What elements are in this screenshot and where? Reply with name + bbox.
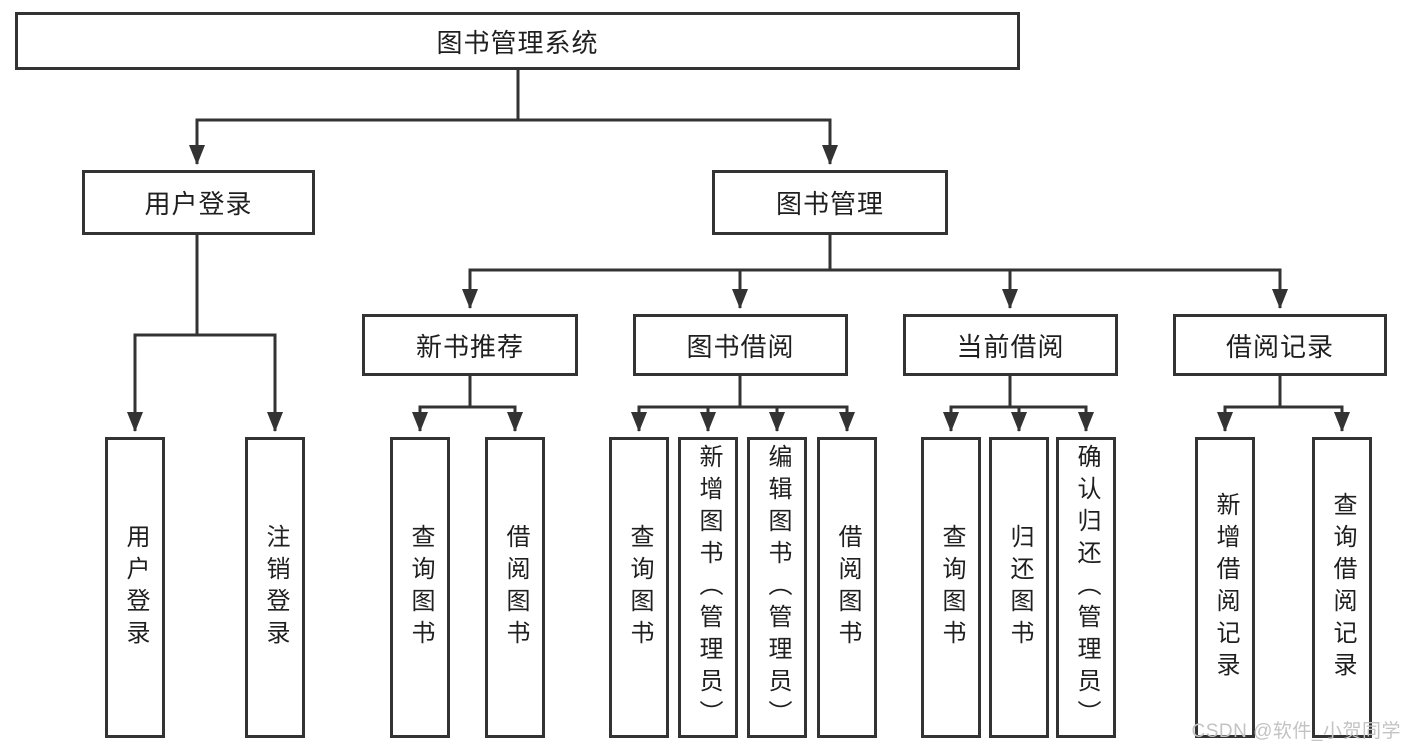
node-label: 新增借阅记录: [1212, 491, 1239, 684]
node-label: 查询图书: [938, 523, 965, 652]
node-label: 查询图书: [407, 523, 434, 652]
node-user-login-branch: 用户登录: [82, 170, 315, 235]
leaf-borrow-books-newrec: 借阅图书: [485, 437, 545, 738]
leaf-logout: 注销登录: [245, 437, 305, 738]
leaf-query-books-current: 查询图书: [921, 437, 981, 738]
node-label: 用户登录: [122, 523, 149, 652]
node-label: 归还图书: [1006, 523, 1033, 652]
node-label: 图书管理系统: [436, 27, 599, 58]
node-label: 编辑图书（管理员）: [764, 443, 791, 732]
node-label: 借阅记录: [1225, 331, 1334, 362]
csdn-watermark: CSDN @软件_小贺同学: [1191, 721, 1401, 742]
leaf-user-login: 用户登录: [105, 437, 165, 738]
node-label: 借阅图书: [502, 523, 529, 652]
node-new-book-recommendation: 新书推荐: [362, 314, 578, 376]
leaf-add-borrow-record: 新增借阅记录: [1195, 437, 1255, 738]
leaf-confirm-return-admin: 确认归还（管理员）: [1056, 437, 1116, 738]
node-label: 查询图书: [626, 523, 653, 652]
leaf-query-borrow-record: 查询借阅记录: [1312, 437, 1372, 738]
leaf-edit-books-admin: 编辑图书（管理员）: [747, 437, 807, 738]
node-label: 借阅图书: [834, 523, 861, 652]
node-label: 用户登录: [144, 189, 253, 219]
node-book-management-system: 图书管理系统: [15, 12, 1020, 70]
leaf-query-books-borrow: 查询图书: [609, 437, 669, 738]
node-label: 确认归还（管理员）: [1073, 443, 1100, 732]
node-current-borrowing: 当前借阅: [903, 314, 1118, 376]
leaf-query-books-newrec: 查询图书: [390, 437, 450, 738]
node-label: 图书借阅: [686, 331, 795, 362]
node-label: 查询借阅记录: [1329, 491, 1356, 684]
node-label: 当前借阅: [956, 331, 1065, 362]
node-label: 图书管理: [775, 189, 884, 219]
node-label: 注销登录: [262, 523, 289, 652]
leaf-add-books-admin: 新增图书（管理员）: [678, 437, 738, 738]
leaf-borrow-books: 借阅图书: [817, 437, 877, 738]
node-borrowing-records: 借阅记录: [1173, 314, 1387, 376]
leaf-return-books: 归还图书: [989, 437, 1049, 738]
node-book-borrowing: 图书借阅: [633, 314, 848, 376]
node-label: 新增图书（管理员）: [695, 443, 722, 732]
node-label: 新书推荐: [415, 331, 524, 362]
node-book-management-branch: 图书管理: [712, 170, 948, 235]
